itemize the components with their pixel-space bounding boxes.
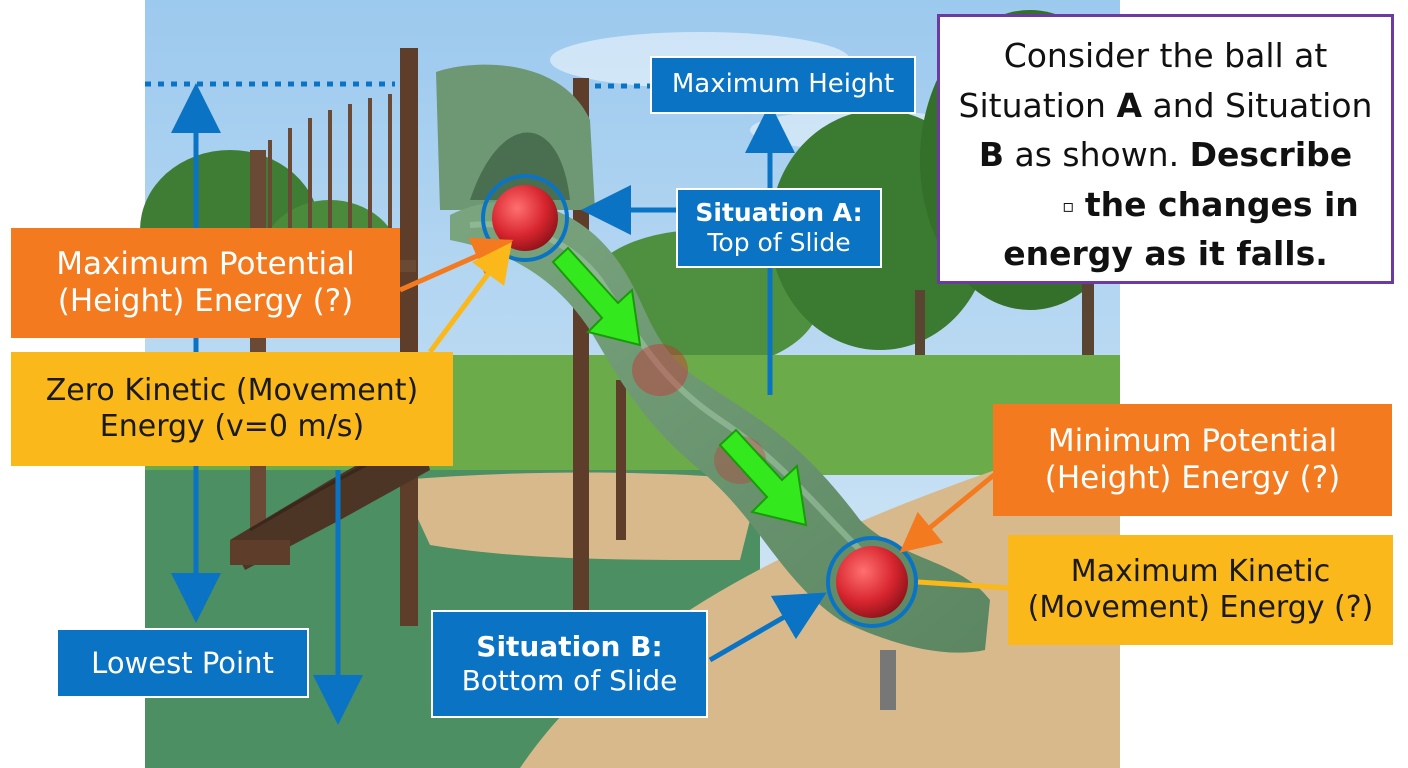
situation-b-pointer-arrow-icon [708,592,827,663]
situation-b-label: Situation B: Bottom of Slide [431,610,708,718]
question-line-5: energy as it falls. [1003,234,1328,273]
zero-kinetic-energy-label: Zero Kinetic (Movement) Energy (v=0 m/s) [11,352,453,466]
situation-a-label: Situation A: Top of Slide [676,188,882,268]
question-line-2: Situation A and Situation [958,85,1373,125]
post [400,48,418,626]
ball-motion-blur [632,344,688,396]
ball-situation-b [836,546,908,618]
situation-b-subtitle: Bottom of Slide [461,664,678,697]
small-mark-icon: ▫ [1062,195,1075,217]
min-potential-line1: Minimum Potential [1047,422,1338,459]
max-kinetic-line1: Maximum Kinetic [1070,554,1331,589]
max-height-label: Maximum Height [650,56,916,114]
motion-arrow-down-icon [718,428,808,527]
ball-situation-a [492,185,558,251]
zero-kinetic-line2: Energy (v=0 m/s) [99,409,365,444]
max-potential-line2: (Height) Energy (?) [57,283,354,319]
post [250,150,266,550]
min-potential-energy-label: Minimum Potential (Height) Energy (?) [993,404,1392,516]
post [616,380,626,540]
max-potential-energy-label: Maximum Potential (Height) Energy (?) [11,228,400,338]
lowest-point-label: Lowest Point [56,628,309,698]
ball-a-highlight-ring [481,174,569,262]
ball-b-highlight-ring [826,536,918,628]
slide-leg [880,650,896,710]
max-height-text: Maximum Height [671,69,895,100]
zero-kinetic-line1: Zero Kinetic (Movement) [45,373,419,408]
situation-a-title: Situation A: [695,198,863,227]
lowest-point-text: Lowest Point [91,645,274,680]
motion-arrow-down-icon [551,246,642,347]
max-kinetic-pointer-line [917,579,1011,591]
min-potential-line2: (Height) Energy (?) [1044,460,1341,496]
question-line-4: ▫ the changes in [1062,184,1359,224]
question-line-1: Consider the ball at [1003,36,1328,75]
question-line-3: B as shown. Describe [978,135,1353,174]
tree-trunk [915,290,925,360]
max-potential-line1: Maximum Potential [56,245,355,282]
max-kinetic-energy-label: Maximum Kinetic (Movement) Energy (?) [1008,535,1393,645]
question-box: Consider the ball at Situation A and Sit… [937,14,1394,284]
zero-kinetic-pointer-arrow-icon [427,241,512,354]
situation-b-title: Situation B: [476,630,663,664]
max-kinetic-line2: (Movement) Energy (?) [1027,590,1374,625]
situation-a-subtitle: Top of Slide [707,228,851,257]
stair-base [230,540,290,565]
min-potential-pointer-arrow-icon [899,468,1002,553]
